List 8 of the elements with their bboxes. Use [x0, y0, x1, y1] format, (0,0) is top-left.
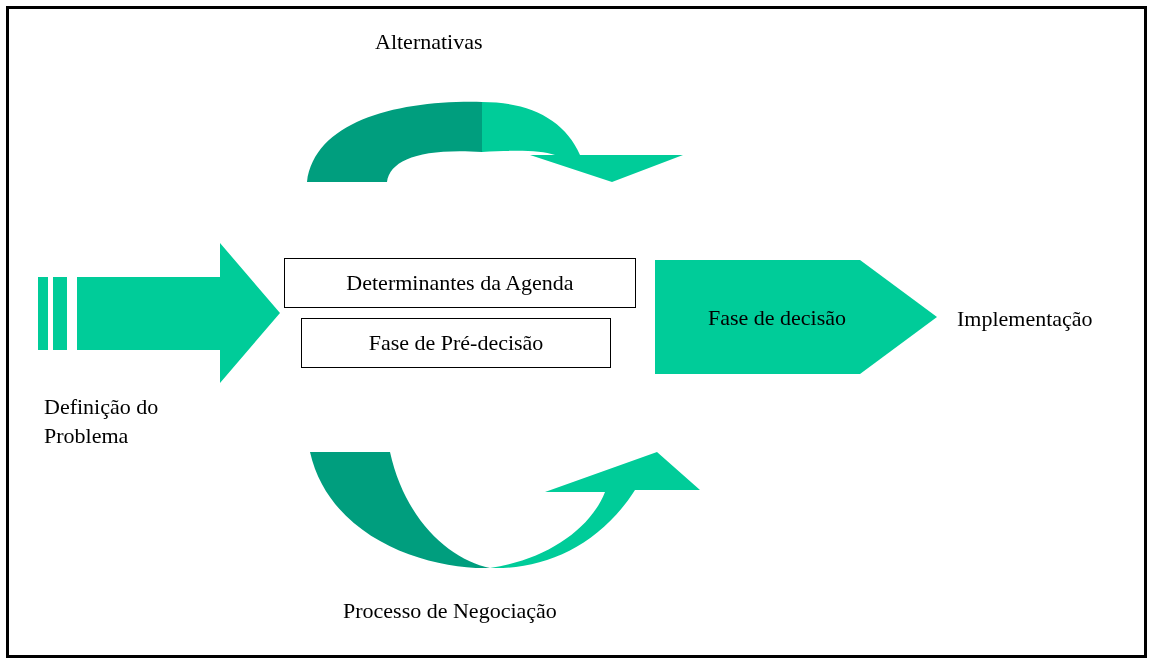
text-box: Fase de Pré-decisão	[301, 318, 611, 368]
annotation-label: Processo de Negociação	[343, 597, 557, 625]
pentagon-arrow	[655, 260, 937, 374]
annotation-label: Alternativas	[375, 28, 483, 56]
node-caption: Definição do Problema	[44, 393, 160, 450]
node-label: Implementação	[957, 305, 1093, 333]
text-box: Determinantes da Agenda	[284, 258, 636, 308]
node-label: Fase de decisão	[708, 304, 847, 332]
